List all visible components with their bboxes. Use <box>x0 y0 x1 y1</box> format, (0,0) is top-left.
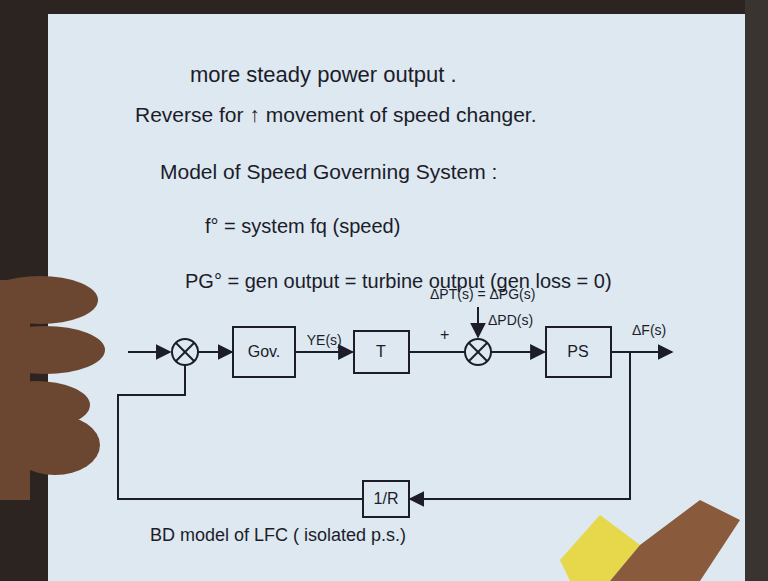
note-text: + <box>440 326 449 344</box>
figure-caption: BD model of LFC ( isolated p.s.) <box>150 525 406 546</box>
right-hand <box>610 500 740 581</box>
clipboard-top <box>0 0 768 14</box>
disturbance-arrow <box>477 307 479 337</box>
block-box: PS <box>545 326 612 378</box>
block-label: Gov. <box>248 343 281 361</box>
junction-cross <box>176 343 194 361</box>
note-text: f° = system fq (speed) <box>205 215 400 238</box>
block-box: Gov. <box>232 326 296 378</box>
output-arrow <box>630 351 672 353</box>
marker-pen <box>560 500 740 581</box>
note-text: ΔPD(s) <box>488 312 533 328</box>
clipboard-right <box>745 0 768 581</box>
block-label: PS <box>567 343 588 361</box>
note-text: Reverse for ↑ movement of speed changer. <box>135 103 537 127</box>
note-text: ΔF(s) <box>632 322 666 338</box>
signal-name: YE(s) <box>307 332 342 348</box>
block-label: 1/R <box>374 490 399 508</box>
junction-cross <box>469 343 487 361</box>
input-arrow <box>128 351 170 353</box>
palm <box>0 280 30 500</box>
summing-junction <box>172 339 198 365</box>
left-hand <box>0 276 105 500</box>
summing-junction <box>465 339 491 365</box>
note-text: PG° = gen output = turbine output (gen l… <box>185 270 612 293</box>
junction-circle <box>172 339 198 365</box>
block-box: 1/R <box>362 480 410 518</box>
note-text: ΔPT(s) = ΔPG(s) <box>430 286 535 302</box>
junction-cross <box>176 343 194 361</box>
note-text: more steady power output . <box>190 62 457 87</box>
section-title: Model of Speed Governing System : <box>160 160 497 184</box>
signal-line <box>296 351 353 353</box>
block-label: T <box>376 343 386 361</box>
junction-circle <box>465 339 491 365</box>
junction-cross <box>469 343 487 361</box>
block-box: T <box>353 330 410 374</box>
